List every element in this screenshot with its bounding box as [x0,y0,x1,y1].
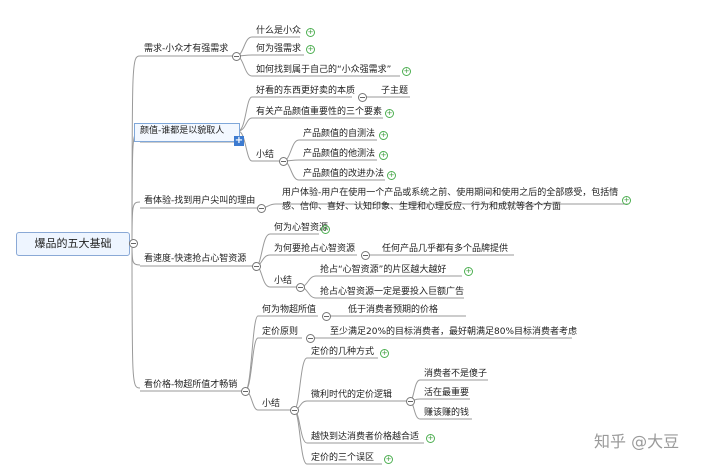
collapse-toggle-price[interactable] [241,387,250,396]
topic-self-test[interactable]: 产品颜值的自测法 [303,129,376,139]
topic-ux-definition-line2[interactable]: 感、信仰、喜好、认知印象、生理和心理反应、行为和成就等各个方面 [282,202,562,212]
collapse-toggle-experience[interactable] [257,204,266,213]
topic-summary[interactable]: 小结 [262,399,281,409]
collapse-toggle-summary[interactable] [279,157,288,166]
collapse-toggle-why[interactable] [361,251,370,260]
topic-three-elements[interactable]: 有关产品颜值重要性的三个要素 [256,107,383,117]
collapse-toggle-demand[interactable] [232,52,241,61]
expand-icon[interactable]: + [464,267,473,276]
topic-other-test[interactable]: 产品颜值的他测法 [303,149,376,159]
topic-not-fools[interactable]: 消费者不是傻子 [424,369,488,379]
collapse-toggle-summary[interactable] [296,283,305,292]
expand-icon[interactable]: + [622,196,631,205]
expand-icon[interactable]: + [379,151,388,160]
root-topic[interactable]: 爆品的五大基础 [16,232,130,256]
topic-mind-share[interactable]: 何为心智资源 [274,223,329,233]
topic-micro-profit-logic[interactable]: 微利时代的定价逻辑 [311,390,393,400]
topic-what-is-niche[interactable]: 什么是小众 [256,26,302,36]
expand-icon[interactable]: + [306,28,315,37]
expand-icon[interactable]: + [306,45,315,54]
topic-strong-demand[interactable]: 何为强需求 [256,44,302,54]
branch-demand[interactable]: 需求-小众才有强需求 [144,44,229,54]
branch-appearance[interactable]: 颜值-谁都是以貌取人 [140,126,225,136]
collapse-toggle-principle[interactable] [306,334,315,343]
expand-icon[interactable]: + [379,131,388,140]
topic-below-expectation[interactable]: 低于消费者预期的价格 [348,305,439,315]
collapse-toggle-micro[interactable] [406,397,415,406]
selected-topic-highlight [134,123,240,142]
collapse-toggle-speed[interactable] [252,262,261,271]
watermark: 知乎 @大豆 [594,432,680,451]
topic-big-ad-spend[interactable]: 抢占心智资源一定是要投入巨额广告 [320,287,465,297]
expand-icon[interactable]: + [402,67,411,76]
expand-icon[interactable]: + [387,171,396,180]
expand-icon[interactable]: + [385,109,394,118]
topic-alive-matters[interactable]: 活在最重要 [424,388,470,398]
branch-speed[interactable]: 看速度-快速抢占心智资源 [144,254,247,264]
topic-summary[interactable]: 小结 [274,276,293,286]
expand-icon[interactable]: + [321,225,330,234]
topic-why-mind-share[interactable]: 为何要抢占心智资源 [274,244,356,254]
collapse-toggle-summary[interactable] [290,406,299,415]
expand-icon[interactable]: + [380,349,389,358]
collapse-toggle-worth[interactable] [322,312,331,321]
topic-earn-money[interactable]: 赚该赚的钱 [424,408,470,418]
topic-faster-better[interactable]: 越快到达消费者价格越合适 [311,432,420,442]
collapse-toggle-essence[interactable] [358,93,367,102]
topic-summary[interactable]: 小结 [256,150,275,160]
topic-subtopic[interactable]: 子主题 [381,86,409,96]
topic-target-consumers[interactable]: 至少满足20%的目标消费者，最好朝满足80%目标消费者考虑 [330,327,578,337]
add-icon[interactable]: + [234,135,244,146]
topic-pricing-methods[interactable]: 定价的几种方式 [311,347,375,357]
branch-experience[interactable]: 看体验-找到用户尖叫的理由 [144,196,256,206]
topic-improve[interactable]: 产品颜值的改进办法 [303,169,385,179]
expand-icon[interactable]: + [384,455,393,464]
topic-three-mistakes[interactable]: 定价的三个误区 [311,453,375,463]
topic-larger-area[interactable]: 抢占“心智资源”的片区越大越好 [320,265,447,275]
topic-value-for-money[interactable]: 何为物超所值 [262,305,317,315]
topic-ux-definition-line1[interactable]: 用户体验-用户在使用一个产品或系统之前、使用期间和使用之后的全部感受，包括情 [282,188,619,198]
topic-find-niche-demand[interactable]: 如何找到属于自己的“小众强需求” [256,65,392,75]
topic-pricing-principle[interactable]: 定价原则 [262,327,299,337]
collapse-toggle-root[interactable] [129,239,138,248]
topic-multiple-brands[interactable]: 任何产品几乎都有多个品牌提供 [382,244,509,254]
topic-essence[interactable]: 好看的东西更好卖的本质 [256,86,356,96]
branch-price[interactable]: 看价格-物超所值才畅销 [144,380,238,390]
expand-icon[interactable]: + [426,434,435,443]
